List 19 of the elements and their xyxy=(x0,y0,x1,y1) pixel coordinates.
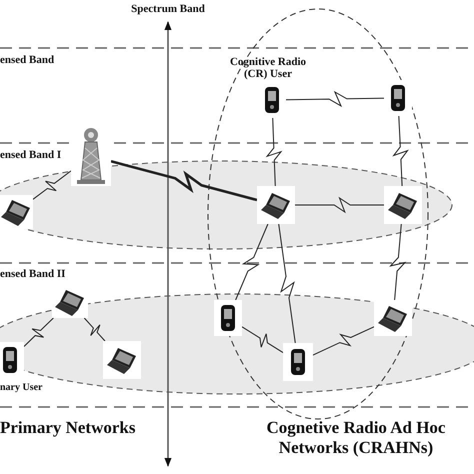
wireless-link xyxy=(110,160,258,202)
network-title: Primary Networks xyxy=(0,418,136,438)
wireless-link xyxy=(84,318,106,342)
wireless-link xyxy=(389,224,406,300)
wireless-link xyxy=(242,326,284,354)
wireless-link xyxy=(266,118,282,186)
wireless-link xyxy=(294,196,384,214)
wireless-link xyxy=(278,224,296,344)
wireless-link xyxy=(235,224,268,300)
wireless-link xyxy=(32,170,72,200)
network-title: Cognetive Radio Ad Hoc Networks (CRAHNs) xyxy=(266,418,446,458)
wireless-link xyxy=(392,116,409,186)
device-caption: nary User xyxy=(0,382,42,393)
wireless-link xyxy=(312,326,374,356)
wireless-link xyxy=(286,90,384,108)
wireless-link xyxy=(24,318,54,347)
band-label: ensed Band I xyxy=(0,149,62,161)
band-label: ensed Band II xyxy=(0,268,66,280)
band-label: ensed Band xyxy=(0,54,54,66)
